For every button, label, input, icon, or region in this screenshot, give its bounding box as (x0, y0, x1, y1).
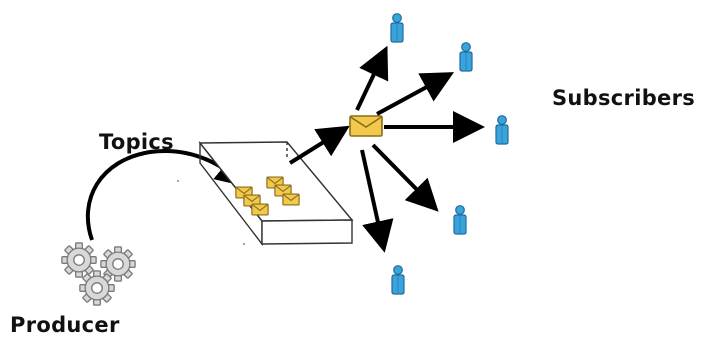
deliver-arrow (288, 125, 350, 165)
gear-icon (79, 270, 115, 306)
person-icon (459, 42, 473, 72)
topics-label: Topics (99, 130, 174, 154)
envelope-icon (282, 193, 300, 206)
gear-icon (61, 242, 97, 278)
fanout-arrows (355, 45, 485, 253)
subscribers-label: Subscribers (552, 86, 696, 110)
subscribers (390, 13, 509, 295)
envelope-icon (349, 115, 383, 137)
person-icon (391, 265, 405, 295)
person-icon (453, 205, 467, 235)
producer-gears (61, 242, 136, 306)
envelope-icon (251, 203, 269, 216)
person-icon (390, 13, 404, 43)
person-icon (495, 115, 509, 145)
producer-label: Producer (10, 313, 120, 337)
